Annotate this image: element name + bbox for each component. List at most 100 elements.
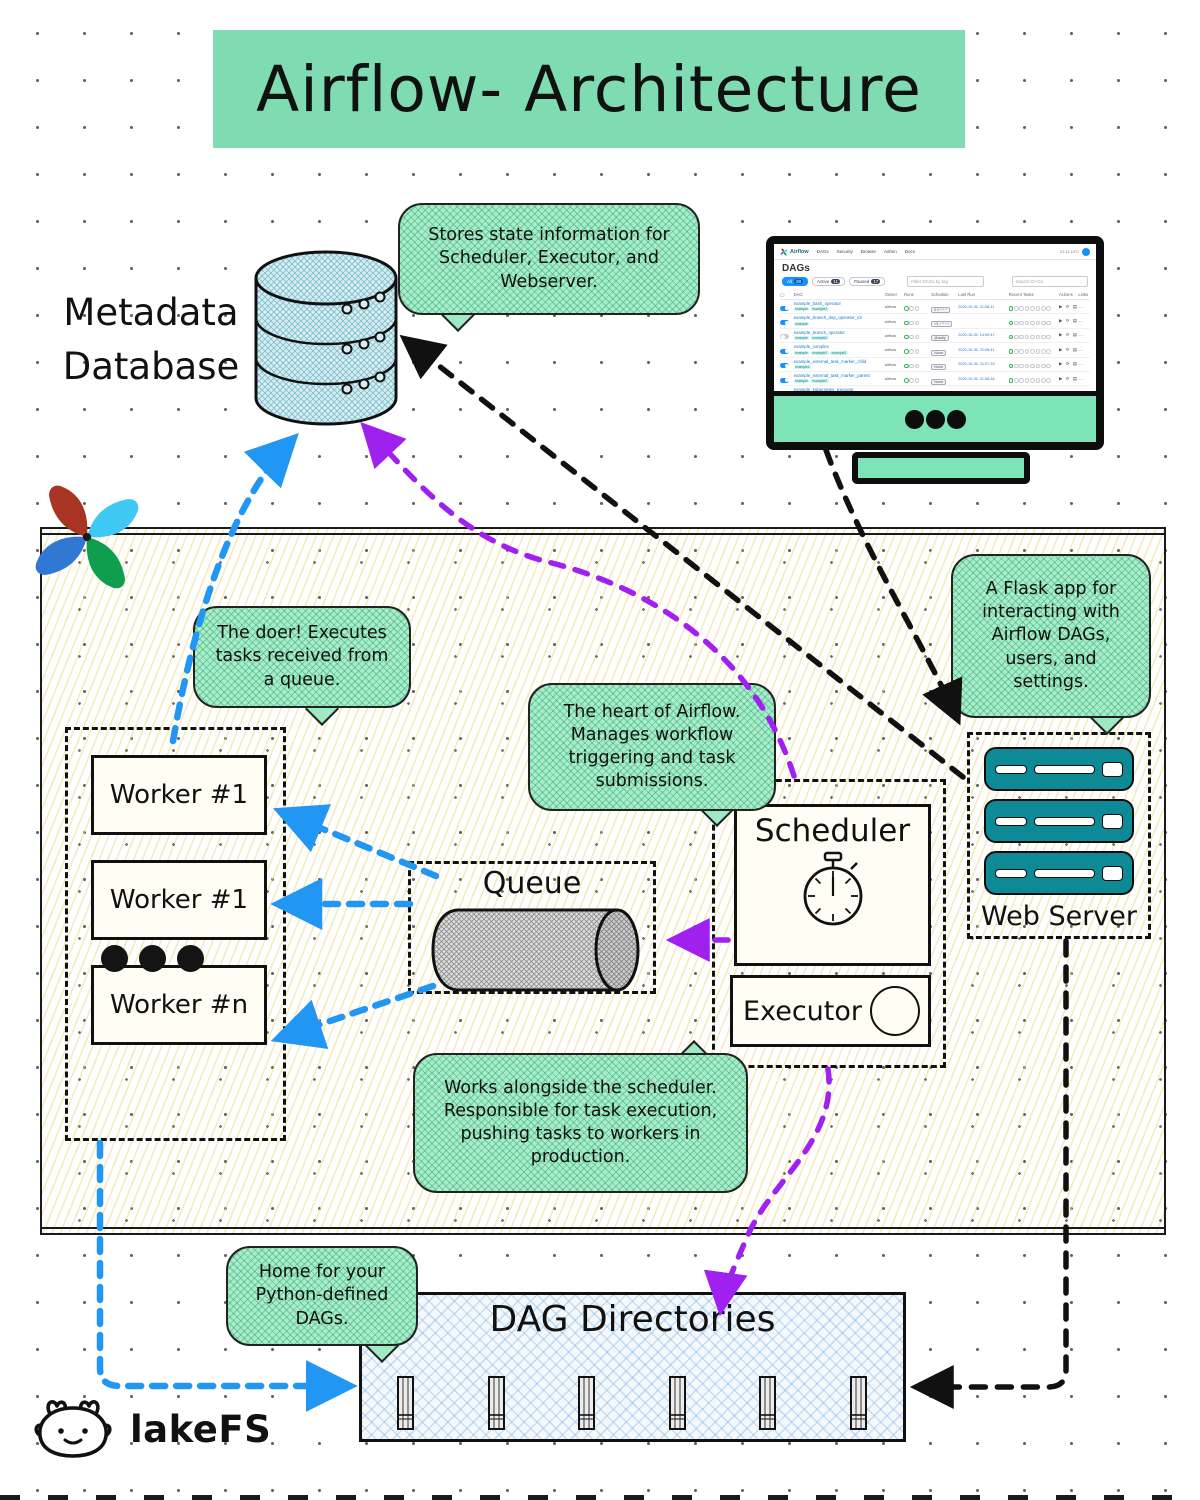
dag-name-link[interactable]: example_complex (793, 344, 829, 350)
dag-name-link[interactable]: example_external_task_marker_child (793, 358, 867, 364)
airflow-logo (35, 485, 139, 589)
nav-admin[interactable]: Admin (883, 249, 897, 254)
worker-label: Worker #1 (109, 780, 249, 810)
dag-directory-icons (396, 1375, 869, 1431)
dag-directories-box: DAG Directories (359, 1292, 906, 1442)
scheduler-box: Scheduler (734, 804, 931, 966)
dag-pause-toggle[interactable] (780, 348, 789, 354)
nav-docs[interactable]: Docs (904, 249, 915, 254)
dag-tag-chip[interactable]: example (793, 307, 810, 312)
dag-actions[interactable]: ▶ ⟳ ▤ (1059, 361, 1078, 367)
dag-tag-chip[interactable]: example2 (810, 379, 829, 384)
lakefs-brand: lakeFS (30, 1396, 271, 1462)
dag-links[interactable]: … (1078, 332, 1084, 339)
worker-label: Worker #1 (109, 885, 249, 915)
monitor-button[interactable] (904, 409, 924, 429)
server-rack-unit (984, 747, 1134, 791)
dag-links[interactable]: … (1078, 318, 1084, 325)
dag-tag-chip[interactable]: example2 (793, 364, 812, 369)
dag-actions[interactable]: ▶ ⟳ ▤ (1059, 332, 1078, 338)
dags-table-header: ◯ DAG Owner Runs Schedule Last Run Recen… (780, 290, 1090, 300)
nav-security[interactable]: Security (836, 249, 853, 254)
server-rack-unit (984, 851, 1134, 895)
dag-row[interactable]: example_branch_dop_operator_v3 example a… (780, 314, 1090, 329)
dag-links[interactable]: … (1078, 361, 1084, 368)
filter-dags-input[interactable] (907, 276, 984, 287)
dag-pause-toggle[interactable] (780, 334, 789, 340)
dag-tag-chip[interactable]: example (793, 350, 810, 355)
dag-actions[interactable]: ▶ ⟳ ▤ (1059, 318, 1078, 324)
dag-actions[interactable]: ▶ ⟳ ▤ (1059, 303, 1078, 309)
monitor-button[interactable] (925, 409, 945, 429)
dag-tag-chip[interactable]: example3 (830, 350, 848, 355)
dag-pause-toggle[interactable] (780, 377, 789, 383)
bottom-edge-dashes (0, 1495, 1200, 1500)
database-icon (254, 250, 398, 426)
worker-box: Worker #n (91, 965, 267, 1045)
title-banner: Airflow- Architecture (213, 30, 965, 148)
binder-file-icon (668, 1376, 686, 1430)
binder-file-icon (759, 1376, 777, 1430)
queue-cylinder-icon (431, 908, 640, 992)
dag-name-link[interactable]: example_bash_operator (793, 301, 841, 307)
dag-name-link[interactable]: example_branch_operator (793, 329, 845, 335)
dag-pause-toggle[interactable] (780, 363, 789, 369)
dag-actions[interactable]: ▶ ⟳ ▤ (1059, 346, 1078, 352)
schedule-chip[interactable]: */1 * * * * (931, 321, 952, 328)
scheduler-label: Scheduler (754, 813, 911, 849)
dag-pause-toggle[interactable] (780, 305, 789, 311)
dag-tag-chip[interactable]: example (793, 379, 810, 384)
webserver-box: Web Server (967, 732, 1151, 939)
stopwatch-icon (803, 851, 862, 926)
dags-table: ◯ DAG Owner Runs Schedule Last Run Recen… (780, 290, 1090, 396)
worker-label: Worker #n (109, 990, 249, 1020)
dag-name-link[interactable]: example_external_task_marker_parent (793, 372, 870, 378)
webserver-label: Web Server (981, 901, 1137, 932)
dag-tag-chip[interactable]: example2 (810, 350, 829, 355)
dag-actions[interactable]: ▶ ⟳ ▤ (1059, 375, 1078, 381)
server-rack-unit (984, 799, 1134, 843)
airflow-ui-brand[interactable]: Airflow (780, 248, 809, 256)
binder-file-icon (578, 1376, 596, 1430)
dag-tag-chip[interactable]: example2 (810, 307, 829, 312)
queue-label: Queue (482, 866, 582, 901)
dag-links[interactable]: … (1078, 375, 1084, 382)
dag-tag-chip[interactable]: example (793, 336, 810, 341)
dag-pause-toggle[interactable] (780, 320, 789, 326)
dag-tag-chip[interactable]: example2 (810, 336, 829, 341)
nav-browse[interactable]: Browse (860, 249, 876, 254)
dag-name-link[interactable]: example_branch_dop_operator_v3 (793, 315, 862, 321)
user-avatar[interactable] (1082, 247, 1090, 256)
monitor-stand (852, 452, 1030, 484)
db-bubble: Stores state information for Scheduler, … (398, 203, 700, 315)
binder-file-icon (487, 1376, 505, 1430)
nav-dags[interactable]: DAGs (816, 249, 829, 254)
schedule-chip[interactable]: 0 0 * * * (931, 306, 951, 313)
clock-label: 21:11 UTC (1059, 249, 1079, 254)
workers-bubble: The doer! Executes tasks received from a… (193, 606, 411, 708)
binder-file-icon (849, 1376, 867, 1430)
executor-box: Executor (730, 975, 931, 1047)
dag-directories-label: DAG Directories (489, 1299, 776, 1340)
monitor: Airflow DAGs Security Browse Admin Docs … (766, 236, 1104, 450)
executor-bubble: Works alongside the scheduler. Responsib… (413, 1053, 748, 1193)
lakefs-label: lakeFS (130, 1407, 272, 1451)
executor-circle-icon (869, 986, 920, 1036)
airflow-logo-mini-icon (780, 248, 788, 255)
airflow-ui-navbar: Airflow DAGs Security Browse Admin Docs … (774, 244, 1096, 260)
workers-ellipsis-dots (101, 945, 204, 972)
worker-box: Worker #1 (91, 755, 267, 835)
workers-group-box: Worker #1 Worker #1 Worker #n (65, 727, 286, 1141)
search-dags-input[interactable] (1011, 276, 1088, 287)
dag-links[interactable]: … (1078, 303, 1084, 310)
airflow-web-ui: Airflow DAGs Security Browse Admin Docs … (774, 244, 1096, 396)
dag-tag-chip[interactable]: example (793, 321, 810, 326)
dag-links[interactable]: … (1078, 346, 1084, 353)
monitor-button[interactable] (946, 409, 966, 429)
worker-box: Worker #1 (91, 860, 267, 940)
